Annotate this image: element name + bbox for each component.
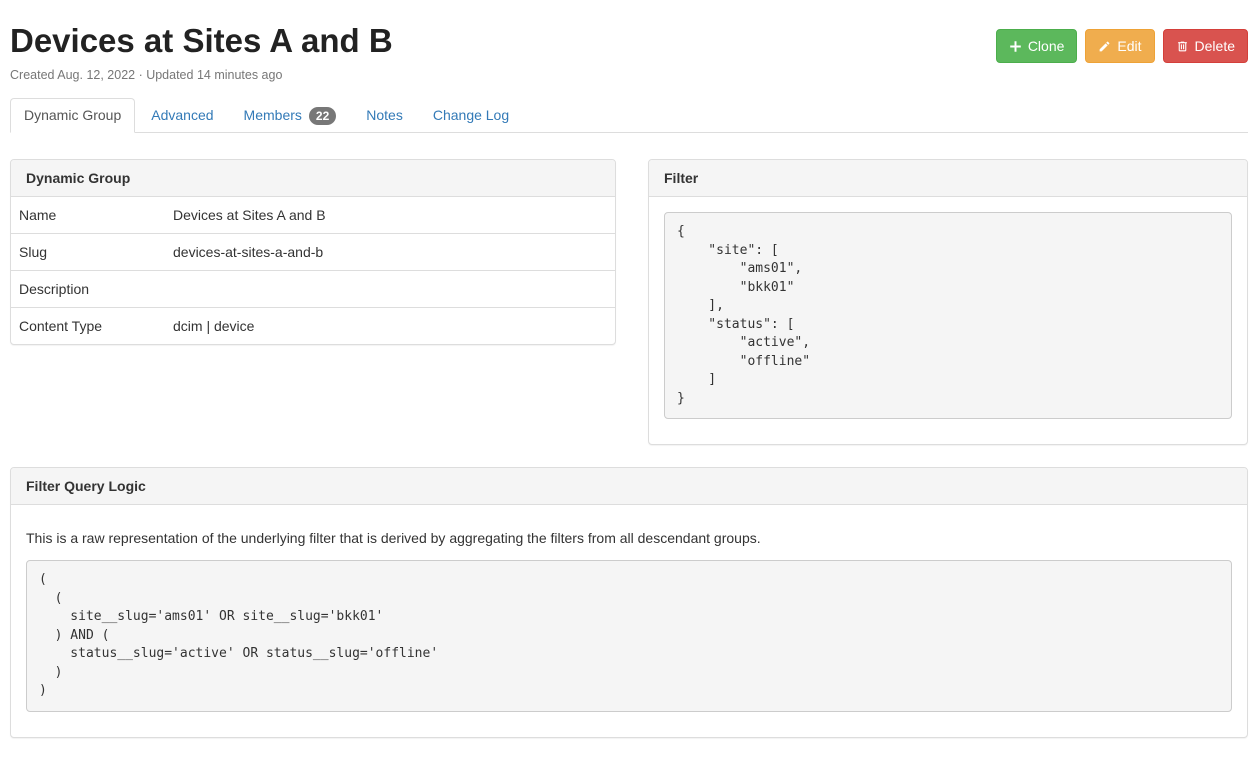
- plus-icon: [1009, 40, 1022, 53]
- dynamic-group-attr-table: Name Devices at Sites A and B Slug devic…: [11, 197, 615, 344]
- table-row: Slug devices-at-sites-a-and-b: [11, 233, 615, 271]
- page-title: Devices at Sites A and B: [10, 22, 393, 59]
- trash-icon: [1176, 40, 1189, 53]
- dynamic-group-panel-heading: Dynamic Group: [11, 160, 615, 197]
- right-column: Filter { "site": [ "ams01", "bkk01" ], "…: [648, 159, 1248, 445]
- attr-label-name: Name: [19, 207, 57, 223]
- filter-panel-body: { "site": [ "ams01", "bkk01" ], "status"…: [649, 197, 1247, 444]
- attr-label-content-type: Content Type: [11, 307, 165, 344]
- content-row: Dynamic Group Name Devices at Sites A an…: [10, 159, 1248, 445]
- dynamic-group-panel: Dynamic Group Name Devices at Sites A an…: [10, 159, 616, 345]
- filter-panel-heading: Filter: [649, 160, 1247, 197]
- tab-advanced[interactable]: Advanced: [137, 98, 227, 133]
- attr-value-content-type: dcim | device: [165, 307, 615, 344]
- filter-query-logic-heading: Filter Query Logic: [11, 468, 1247, 505]
- clone-button-label: Clone: [1027, 38, 1065, 54]
- page-container: Clone Edit Delete Devices at Sites A and…: [0, 22, 1257, 738]
- tab-notes[interactable]: Notes: [352, 98, 417, 133]
- delete-button[interactable]: Delete: [1162, 29, 1248, 63]
- table-row: Content Type dcim | device: [11, 307, 615, 344]
- table-row: Description: [11, 270, 615, 308]
- attr-label-slug: Slug: [11, 233, 165, 271]
- delete-button-label: Delete: [1194, 38, 1235, 54]
- tab-members[interactable]: Members 22: [230, 98, 351, 133]
- pencil-icon: [1098, 40, 1111, 53]
- filter-query-logic-panel: Filter Query Logic This is a raw represe…: [10, 467, 1248, 738]
- edit-button-label: Edit: [1117, 38, 1142, 54]
- attr-value-name: Devices at Sites A and B: [173, 207, 326, 223]
- edit-button[interactable]: Edit: [1085, 29, 1155, 63]
- attr-value-slug: devices-at-sites-a-and-b: [165, 233, 615, 271]
- left-column: Dynamic Group Name Devices at Sites A an…: [10, 159, 616, 345]
- tab-dynamic-group-label: Dynamic Group: [24, 107, 122, 123]
- members-count-badge: 22: [308, 106, 337, 125]
- tab-advanced-label: Advanced: [151, 107, 214, 123]
- tab-dynamic-group[interactable]: Dynamic Group: [10, 98, 136, 133]
- filter-query-logic-body: This is a raw representation of the unde…: [11, 505, 1247, 737]
- attr-value-description: [165, 270, 615, 308]
- filter-json-code: { "site": [ "ams01", "bkk01" ], "status"…: [664, 212, 1232, 419]
- clone-button[interactable]: Clone: [995, 29, 1078, 63]
- filter-query-logic-code: ( ( site__slug='ams01' OR site__slug='bk…: [26, 560, 1232, 712]
- attr-label-description: Description: [11, 270, 165, 308]
- tab-members-label: Members: [243, 107, 302, 123]
- tab-change-log-label: Change Log: [432, 107, 510, 123]
- filter-query-logic-description: This is a raw representation of the unde…: [26, 530, 761, 546]
- detail-tabs: Dynamic Group Advanced Members 22 Notes …: [10, 98, 1248, 133]
- filter-panel: Filter { "site": [ "ams01", "bkk01" ], "…: [648, 159, 1248, 445]
- created-updated-text: Created Aug. 12, 2022 · Updated 14 minut…: [10, 68, 283, 82]
- tab-notes-label: Notes: [366, 107, 403, 123]
- header-action-buttons: Clone Edit Delete: [995, 29, 1248, 63]
- tab-change-log[interactable]: Change Log: [419, 98, 523, 133]
- table-row: Name Devices at Sites A and B: [11, 197, 615, 234]
